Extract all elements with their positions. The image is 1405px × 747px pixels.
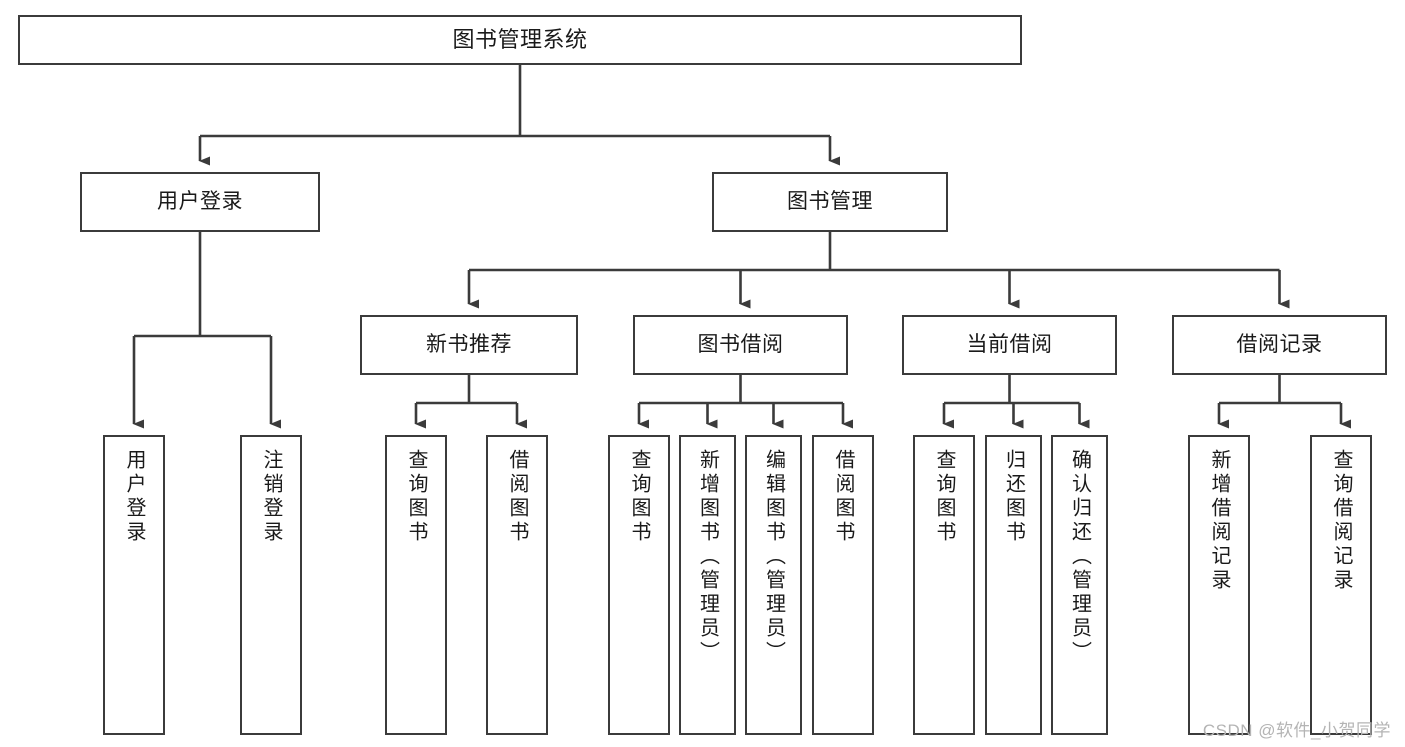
node-root[interactable]: 图书管理系统 — [18, 15, 1022, 65]
node-bookmgmt[interactable]: 图书管理 — [712, 172, 948, 232]
node-label: 确认归还（管理员） — [1068, 449, 1091, 665]
node-label: 新增借阅记录 — [1208, 449, 1230, 593]
node-label: 查询借阅记录 — [1330, 449, 1352, 593]
node-record[interactable]: 借阅记录 — [1172, 315, 1387, 375]
node-leaf-bor-4[interactable]: 借阅图书 — [812, 435, 874, 735]
node-label: 借阅图书 — [832, 449, 854, 545]
node-label: 查询图书 — [628, 449, 650, 545]
node-leaf-rec-2[interactable]: 查询借阅记录 — [1310, 435, 1372, 735]
node-label: 编辑图书（管理员） — [762, 449, 785, 665]
node-current[interactable]: 当前借阅 — [902, 315, 1117, 375]
node-leaf-bor-3[interactable]: 编辑图书（管理员） — [745, 435, 802, 735]
node-newbook[interactable]: 新书推荐 — [360, 315, 578, 375]
node-label: 图书管理 — [787, 189, 873, 213]
node-borrow[interactable]: 图书借阅 — [633, 315, 848, 375]
node-leaf-bor-1[interactable]: 查询图书 — [608, 435, 670, 735]
node-label: 借阅记录 — [1236, 332, 1323, 356]
node-leaf-login-1[interactable]: 用户登录 — [103, 435, 165, 735]
node-label: 新增图书（管理员） — [696, 449, 719, 665]
node-leaf-rec-1[interactable]: 新增借阅记录 — [1188, 435, 1250, 735]
node-login[interactable]: 用户登录 — [80, 172, 320, 232]
node-leaf-cur-1[interactable]: 查询图书 — [913, 435, 975, 735]
node-label: 查询图书 — [405, 449, 427, 545]
node-leaf-new-2[interactable]: 借阅图书 — [486, 435, 548, 735]
node-leaf-cur-3[interactable]: 确认归还（管理员） — [1051, 435, 1108, 735]
node-label: 新书推荐 — [426, 332, 512, 356]
node-label: 注销登录 — [260, 449, 282, 545]
node-label: 用户登录 — [157, 189, 243, 213]
node-leaf-login-2[interactable]: 注销登录 — [240, 435, 302, 735]
node-label: 用户登录 — [123, 449, 145, 545]
node-label: 图书管理系统 — [452, 27, 588, 53]
node-label: 归还图书 — [1002, 449, 1025, 545]
node-label: 借阅图书 — [506, 449, 528, 545]
node-label: 查询图书 — [933, 449, 955, 545]
node-leaf-cur-2[interactable]: 归还图书 — [985, 435, 1042, 735]
node-label: 当前借阅 — [966, 332, 1053, 356]
node-label: 图书借阅 — [697, 332, 784, 356]
node-leaf-new-1[interactable]: 查询图书 — [385, 435, 447, 735]
node-leaf-bor-2[interactable]: 新增图书（管理员） — [679, 435, 736, 735]
watermark-label: CSDN @软件_小贺同学 — [1202, 721, 1391, 740]
